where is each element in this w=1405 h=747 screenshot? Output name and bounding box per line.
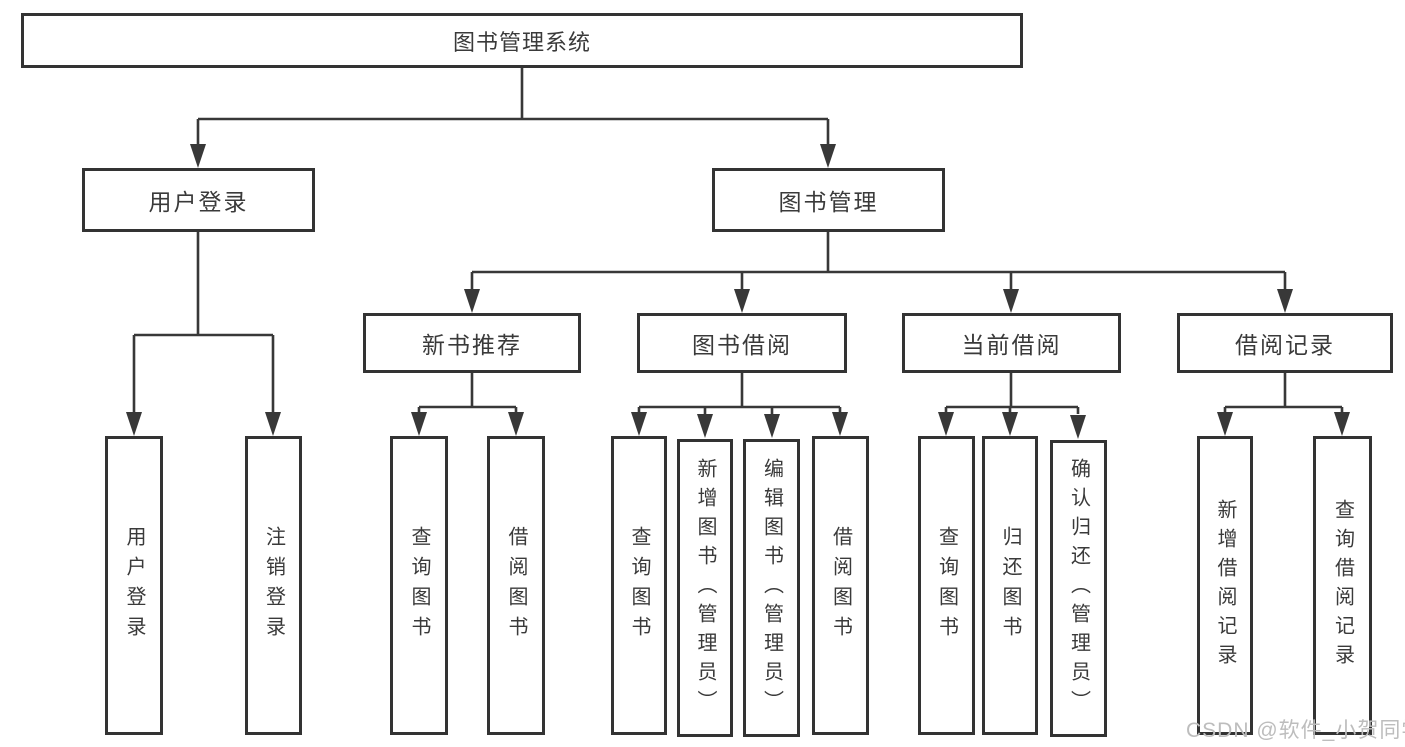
- leaf-query-books-recommend-label: 查询图书: [408, 525, 430, 646]
- leaf-borrow-books-recommend-label: 借阅图书: [505, 525, 527, 646]
- leaf-add-borrow-record-label: 新增借阅记录: [1214, 498, 1236, 673]
- leaf-logout-label: 注销登录: [262, 525, 285, 646]
- leaf-query-borrow-record-label: 查询借阅记录: [1331, 498, 1354, 673]
- node-current-borrow: 当前借阅: [902, 313, 1121, 373]
- leaf-query-books-recommend: 查询图书: [390, 436, 448, 735]
- leaf-add-borrow-record: 新增借阅记录: [1197, 436, 1253, 735]
- leaf-query-borrow-record: 查询借阅记录: [1313, 436, 1372, 735]
- leaf-borrow-books-recommend: 借阅图书: [487, 436, 545, 735]
- leaf-borrow-books: 借阅图书: [812, 436, 869, 735]
- node-book-management: 图书管理: [712, 168, 945, 232]
- leaf-borrow-books-label: 借阅图书: [829, 525, 852, 646]
- node-book-borrow: 图书借阅: [637, 313, 847, 373]
- leaf-query-books-borrow-label: 查询图书: [628, 525, 650, 646]
- node-book-management-label: 图书管理: [778, 189, 879, 215]
- leaf-add-books-admin-label: 新增图书（管理员）: [694, 457, 716, 719]
- node-borrow-records: 借阅记录: [1177, 313, 1393, 373]
- leaf-query-books-current: 查询图书: [918, 436, 975, 735]
- leaf-logout: 注销登录: [245, 436, 302, 735]
- leaf-user-login-label: 用户登录: [123, 525, 145, 646]
- leaf-confirm-return-admin: 确认归还（管理员）: [1050, 440, 1107, 737]
- leaf-confirm-return-admin-label: 确认归还（管理员）: [1067, 458, 1090, 719]
- leaf-user-login: 用户登录: [105, 436, 163, 735]
- node-new-book-recommend-label: 新书推荐: [422, 332, 522, 358]
- leaf-return-books-label: 归还图书: [999, 525, 1021, 646]
- node-user-login: 用户登录: [82, 168, 315, 232]
- leaf-edit-books-admin-label: 编辑图书（管理员）: [760, 457, 783, 719]
- node-current-borrow-label: 当前借阅: [961, 332, 1062, 358]
- node-user-login-label: 用户登录: [148, 189, 249, 215]
- node-borrow-records-label: 借阅记录: [1235, 332, 1335, 358]
- node-book-borrow-label: 图书借阅: [692, 332, 792, 358]
- leaf-return-books: 归还图书: [982, 436, 1038, 735]
- node-library-management-system: 图书管理系统: [21, 13, 1023, 68]
- leaf-edit-books-admin: 编辑图书（管理员）: [743, 439, 800, 737]
- csdn-watermark: CSDN @软件_小贺同学: [1186, 719, 1405, 742]
- node-library-management-system-label: 图书管理系统: [452, 29, 591, 55]
- node-new-book-recommend: 新书推荐: [363, 313, 581, 373]
- leaf-query-books-current-label: 查询图书: [935, 525, 958, 646]
- leaf-add-books-admin: 新增图书（管理员）: [677, 439, 733, 737]
- leaf-query-books-borrow: 查询图书: [611, 436, 667, 735]
